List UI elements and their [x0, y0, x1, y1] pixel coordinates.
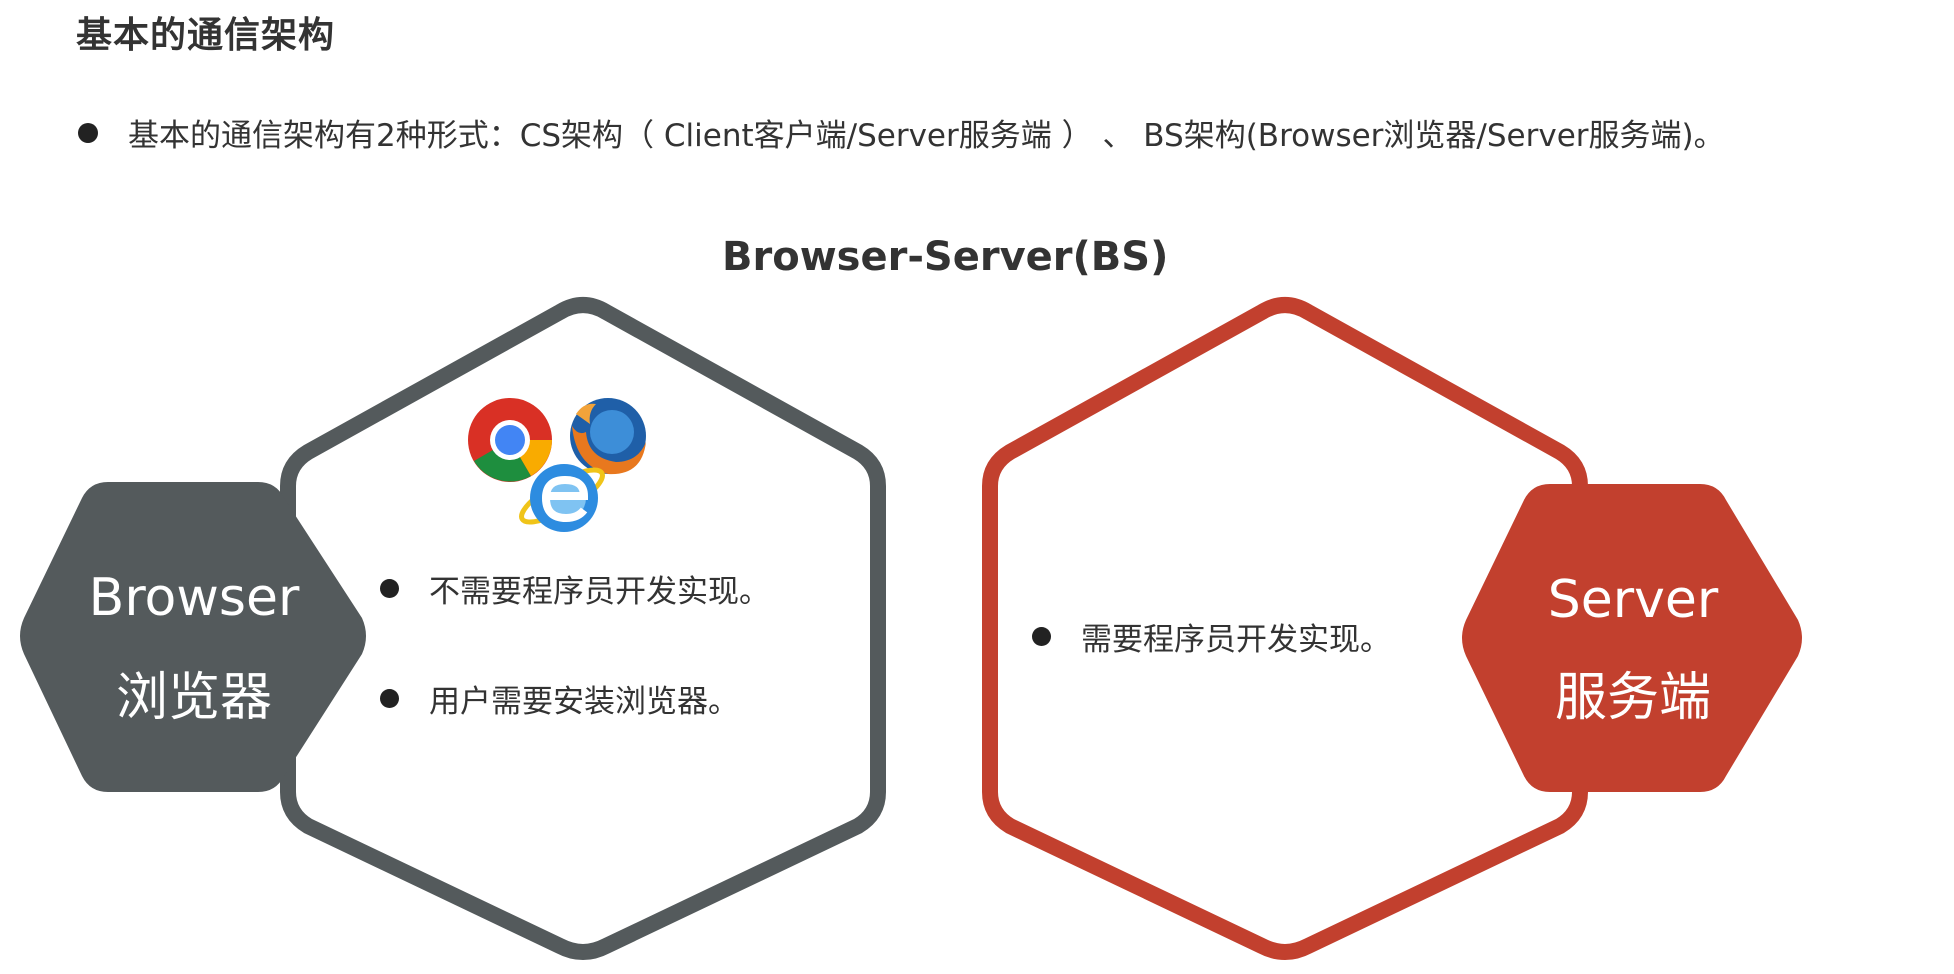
browser-point: 用户需要安装浏览器。 [380, 676, 739, 721]
browser-point-text: 用户需要安装浏览器。 [429, 684, 739, 720]
page-title: 基本的通信架构 [76, 15, 336, 56]
diagram-title: Browser-Server(BS) [722, 234, 1169, 280]
browser-icons [468, 398, 646, 532]
intro-bullet: 基本的通信架构有2种形式：CS架构（ Client客户端/Server服务端 ）… [78, 110, 1725, 155]
server-label-en: Server [1547, 570, 1719, 630]
browser-label-en: Browser [88, 568, 300, 628]
internet-explorer-icon [519, 464, 605, 532]
bullet-icon [380, 689, 399, 708]
browser-point: 不需要程序员开发实现。 [380, 566, 770, 611]
server-point-text: 需要程序员开发实现。 [1081, 622, 1391, 658]
server-point: 需要程序员开发实现。 [1032, 614, 1391, 659]
server-outline-hexagon [982, 297, 1588, 960]
bullet-icon [1032, 627, 1051, 646]
browser-outline-hexagon [280, 297, 886, 960]
chrome-icon [468, 398, 552, 482]
browser-point-text: 不需要程序员开发实现。 [429, 574, 770, 610]
server-badge-hexagon [1462, 484, 1802, 792]
server-label-zh: 服务端 [1554, 668, 1711, 728]
intro-text: 基本的通信架构有2种形式：CS架构（ Client客户端/Server服务端 ）… [128, 118, 1725, 154]
firefox-icon [570, 398, 646, 475]
bullet-icon [380, 579, 399, 598]
browser-label-zh: 浏览器 [115, 668, 272, 728]
browser-badge-hexagon [20, 482, 366, 792]
bullet-icon [78, 122, 98, 143]
